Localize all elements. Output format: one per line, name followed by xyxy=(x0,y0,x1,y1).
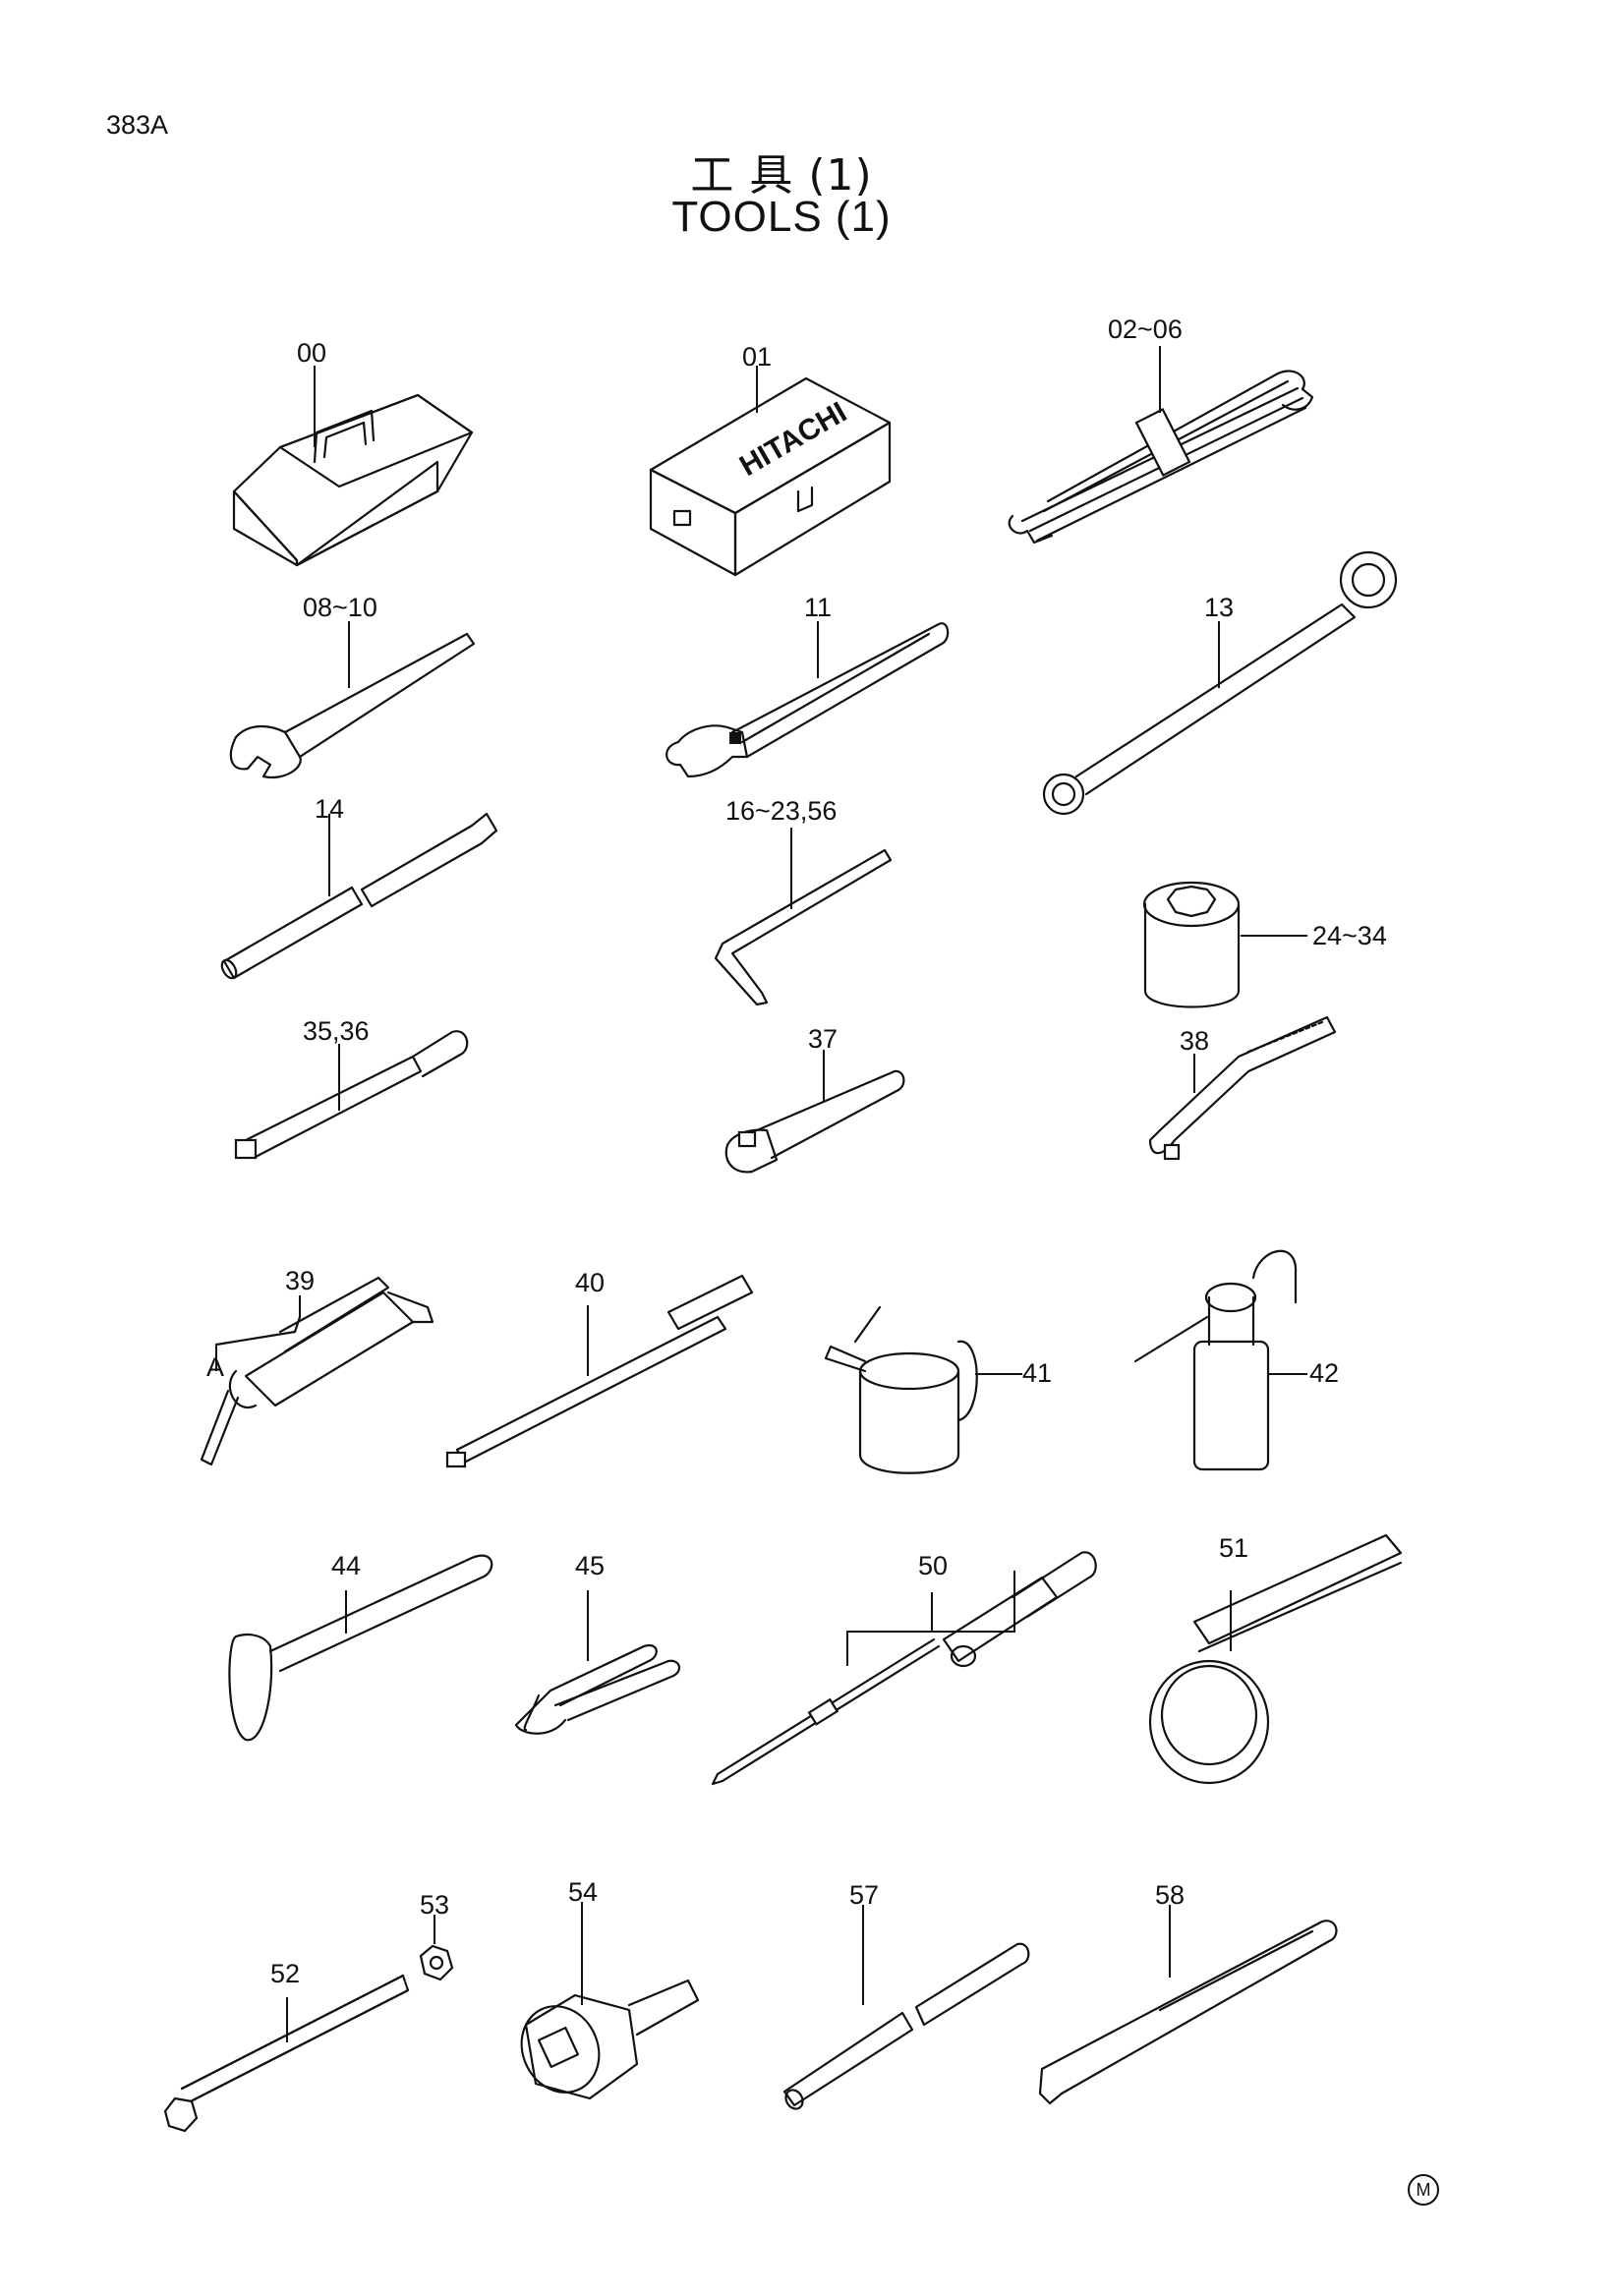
spanner-wrench xyxy=(229,621,476,779)
part-label-54: 54 xyxy=(568,1877,599,1907)
part-label-39: 39 xyxy=(285,1266,316,1295)
page-code: 383A xyxy=(106,110,169,140)
part-label-14: 14 xyxy=(315,794,345,824)
part-label-08-10: 08~10 xyxy=(303,593,377,622)
part-label-58: 58 xyxy=(1155,1880,1186,1910)
part-label-51: 51 xyxy=(1219,1533,1249,1563)
nut-53 xyxy=(419,1915,454,1981)
m-mark-badge: M xyxy=(1408,2174,1439,2206)
socket-extension xyxy=(234,1030,469,1160)
t-handle-wrench xyxy=(1148,1015,1337,1161)
part-label-38: 38 xyxy=(1180,1026,1210,1056)
part-label-37: 37 xyxy=(808,1024,839,1054)
bolt-52 xyxy=(163,1974,410,2133)
title-english: TOOLS (1) xyxy=(671,193,892,241)
grease-gun xyxy=(200,1276,434,1466)
brand-label: HITACHI xyxy=(734,396,852,483)
ball-peen-hammer xyxy=(228,1554,493,1742)
chisel xyxy=(1038,1905,1338,2105)
pliers xyxy=(514,1590,681,1735)
part-label-a: A xyxy=(206,1352,225,1382)
screwdriver-set xyxy=(711,1551,1097,1786)
part-label-01: 01 xyxy=(742,342,773,372)
part-label-11: 11 xyxy=(804,593,833,622)
part-label-44: 44 xyxy=(331,1551,362,1580)
oil-jug xyxy=(824,1305,1022,1474)
part-label-41: 41 xyxy=(1022,1358,1053,1388)
part-label-42: 42 xyxy=(1309,1358,1340,1388)
tool-box-00 xyxy=(232,366,474,567)
adjustable-wrench xyxy=(665,621,950,778)
part-label-52: 52 xyxy=(270,1959,301,1988)
title-japanese: 工 具 (1) xyxy=(690,150,873,201)
combination-wrench-set xyxy=(1008,346,1314,545)
part-label-24-34: 24~34 xyxy=(1312,921,1387,950)
socket-adapter xyxy=(520,1902,700,2100)
part-label-40: 40 xyxy=(575,1268,606,1297)
hex-key-set xyxy=(714,828,893,1006)
ratchet-handle xyxy=(724,1050,905,1174)
part-label-57: 57 xyxy=(849,1880,880,1910)
socket-24-34 xyxy=(1142,881,1307,1008)
filter-wrench xyxy=(1148,1533,1403,1785)
part-label-45: 45 xyxy=(575,1551,606,1580)
part-label-13: 13 xyxy=(1204,593,1235,622)
bar-14 xyxy=(220,812,498,980)
tool-box-01: HITACHI xyxy=(649,366,892,577)
box-end-wrench xyxy=(1042,550,1398,816)
part-label-35-36: 35,36 xyxy=(303,1016,370,1046)
part-label-00: 00 xyxy=(297,338,327,368)
oil-can xyxy=(1133,1249,1307,1471)
part-label-02-06: 02~06 xyxy=(1108,315,1183,344)
pipe-57 xyxy=(782,1905,1030,2110)
torque-bar xyxy=(445,1274,754,1468)
part-label-16-23-56: 16~23,56 xyxy=(725,796,838,826)
part-label-53: 53 xyxy=(420,1890,450,1920)
part-label-50: 50 xyxy=(918,1551,949,1580)
